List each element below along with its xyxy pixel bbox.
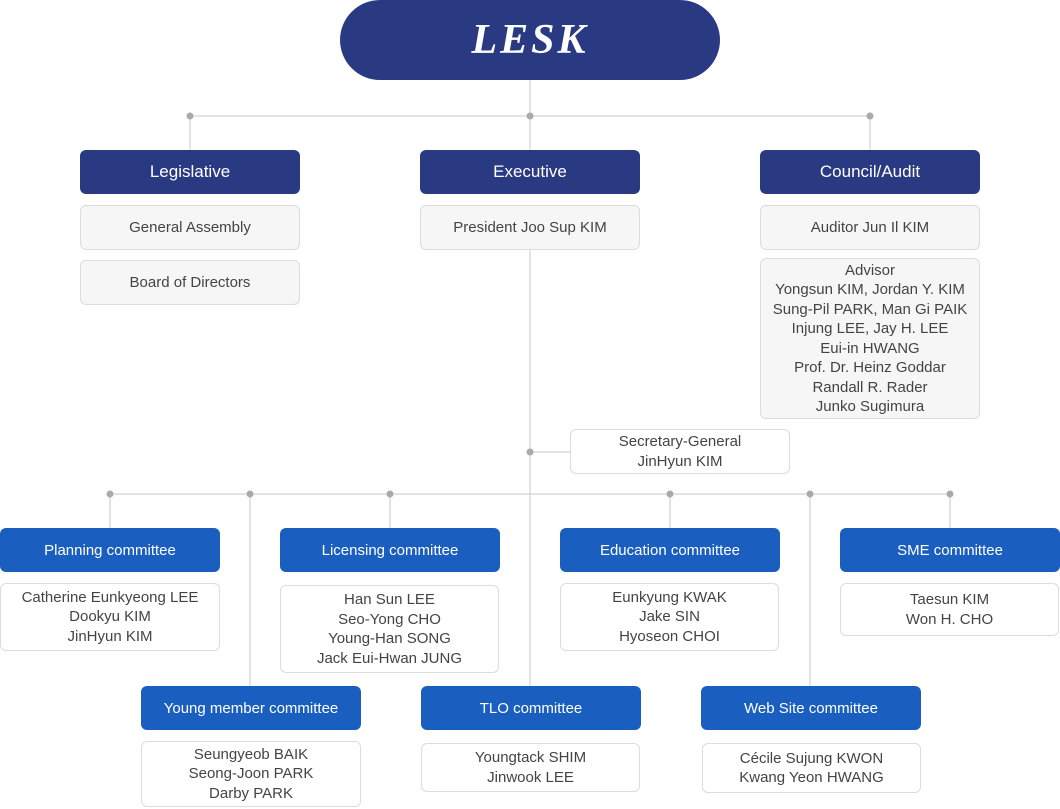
member-name: Seungyeob BAIK xyxy=(193,745,309,763)
president-box: President Joo Sup KIM xyxy=(420,205,640,250)
member-name: Hyoseon CHOI xyxy=(619,627,720,645)
member-name: Jake SIN xyxy=(639,608,700,626)
sme-committee-members: Taesun KIM Won H. CHO xyxy=(840,583,1059,636)
advisor-name: Prof. Dr. Heinz Goddar xyxy=(794,359,946,376)
advisor-name: Randall R. Rader xyxy=(812,378,928,396)
board-of-directors-box: Board of Directors xyxy=(80,260,300,305)
legislative-header: Legislative xyxy=(80,150,300,194)
council-audit-header: Council/Audit xyxy=(760,150,980,194)
education-committee-header: Education committee xyxy=(560,528,780,572)
member-name: Kwang Yeon HWANG xyxy=(739,769,884,786)
planning-committee-members: Catherine Eunkyeong LEE Dookyu KIM JinHy… xyxy=(0,583,220,651)
advisor-name: Junko Sugimura xyxy=(815,398,925,415)
member-name: Cécile Sujung KWON xyxy=(739,749,884,767)
young-member-committee-header: Young member committee xyxy=(141,686,361,730)
member-name: Won H. CHO xyxy=(905,610,994,628)
member-name: Young-Han SONG xyxy=(328,630,451,647)
member-name: JinHyun KIM xyxy=(67,627,153,645)
tlo-committee-members: Youngtack SHIM Jinwook LEE xyxy=(421,743,640,792)
secretary-name: JinHyun KIM xyxy=(637,452,723,470)
member-name: Seo-Yong CHO xyxy=(338,610,441,628)
licensing-committee-header: Licensing committee xyxy=(280,528,500,572)
general-assembly-box: General Assembly xyxy=(80,205,300,250)
member-name: Darby PARK xyxy=(209,784,293,802)
member-name: Youngtack SHIM xyxy=(474,749,587,766)
licensing-committee-members: Han Sun LEE Seo-Yong CHO Young-Han SONG … xyxy=(280,585,499,673)
advisor-name: Injung LEE, Jay H. LEE xyxy=(791,320,949,337)
member-name: Seong-Joon PARK xyxy=(188,765,314,783)
member-name: Han Sun LEE xyxy=(344,591,435,608)
secretary-title: Secretary-General xyxy=(618,433,742,450)
secretary-general-box: Secretary-General JinHyun KIM xyxy=(570,429,790,474)
member-name: Dookyu KIM xyxy=(69,608,151,626)
young-member-committee-members: Seungyeob BAIK Seong-Joon PARK Darby PAR… xyxy=(141,741,361,807)
sme-committee-header: SME committee xyxy=(840,528,1060,572)
advisor-name: Sung-Pil PARK, Man Gi PAIK xyxy=(772,300,968,318)
advisor-name: Eui-in HWANG xyxy=(820,339,920,357)
org-root: LESK xyxy=(340,0,720,80)
executive-header: Executive xyxy=(420,150,640,194)
advisor-name: Yongsun KIM, Jordan Y. KIM xyxy=(775,281,965,298)
member-name: Jack Eui-Hwan JUNG xyxy=(316,649,463,667)
planning-committee-header: Planning committee xyxy=(0,528,220,572)
tlo-committee-header: TLO committee xyxy=(421,686,641,730)
member-name: Jinwook LEE xyxy=(487,768,574,786)
member-name: Taesun KIM xyxy=(909,591,990,608)
advisor-box: Advisor Yongsun KIM, Jordan Y. KIM Sung-… xyxy=(760,258,980,419)
web-site-committee-members: Cécile Sujung KWON Kwang Yeon HWANG xyxy=(702,743,921,793)
advisor-title: Advisor xyxy=(844,261,896,279)
education-committee-members: Eunkyung KWAK Jake SIN Hyoseon CHOI xyxy=(560,583,779,651)
auditor-box: Auditor Jun Il KIM xyxy=(760,205,980,250)
member-name: Catherine Eunkyeong LEE xyxy=(21,588,199,606)
web-site-committee-header: Web Site committee xyxy=(701,686,921,730)
member-name: Eunkyung KWAK xyxy=(612,588,727,606)
